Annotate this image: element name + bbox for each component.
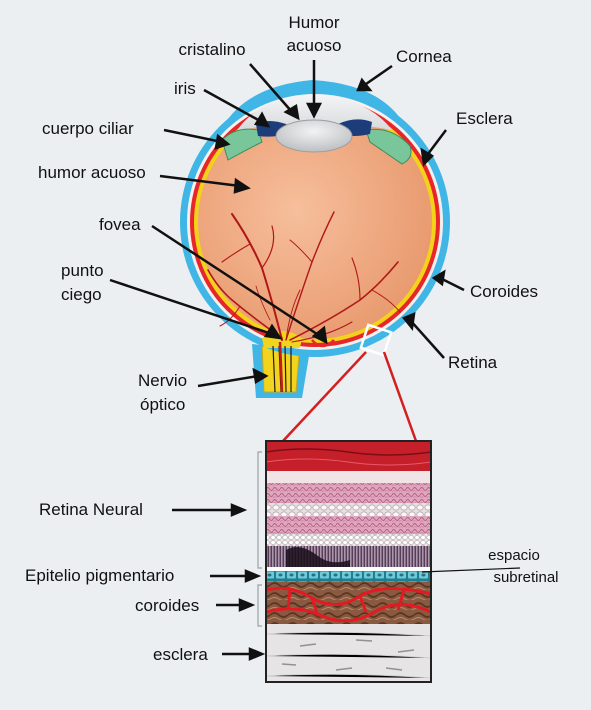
ciliary-body-left [221,128,263,161]
label-cornea: Cornea [396,47,452,66]
label-nervio-optico-2: óptico [140,395,185,414]
label-nervio-optico-1: Nervio [138,371,187,390]
lens [275,119,353,153]
retinal-vessels [207,211,401,343]
label-iris: iris [174,79,196,98]
zoom-lines [282,351,418,442]
label-coroides-top: Coroides [470,282,538,301]
label-cristalino: cristalino [178,40,245,59]
label-humor-acuoso-top-2: acuoso [287,36,342,55]
label-epitelio-pigmentario: Epitelio pigmentario [25,566,174,585]
label-punto-ciego-1: punto [61,261,104,280]
zoom-box [359,323,393,357]
label-espacio-subretinal-1: espacio [488,547,540,564]
label-esclera-top: Esclera [456,109,513,128]
fovea-dip [311,339,335,348]
label-humor-acuoso: humor acuoso [38,163,146,182]
label-punto-ciego-2: ciego [61,285,102,304]
ciliary-body-right [365,128,412,165]
label-humor-acuoso-top-1: Humor [288,13,339,32]
vitreous-body [198,105,432,339]
label-esclera-bottom: esclera [153,645,208,664]
labels: Humor acuoso cristalino Cornea iris Escl… [25,13,559,664]
panel-brackets [257,451,262,627]
subretinal-leader [421,567,521,573]
label-fovea: fovea [99,215,141,234]
retina-detail-panel [265,440,432,683]
label-espacio-subretinal-2: subretinal [493,569,558,586]
label-coroides-bottom: coroides [135,596,199,615]
label-retina: Retina [448,353,498,372]
eyeball [180,80,450,398]
label-retina-neural: Retina Neural [39,500,143,519]
cornea-layer [222,80,404,134]
leader-lines [109,60,465,661]
label-cuerpo-ciliar: cuerpo ciliar [42,119,134,138]
